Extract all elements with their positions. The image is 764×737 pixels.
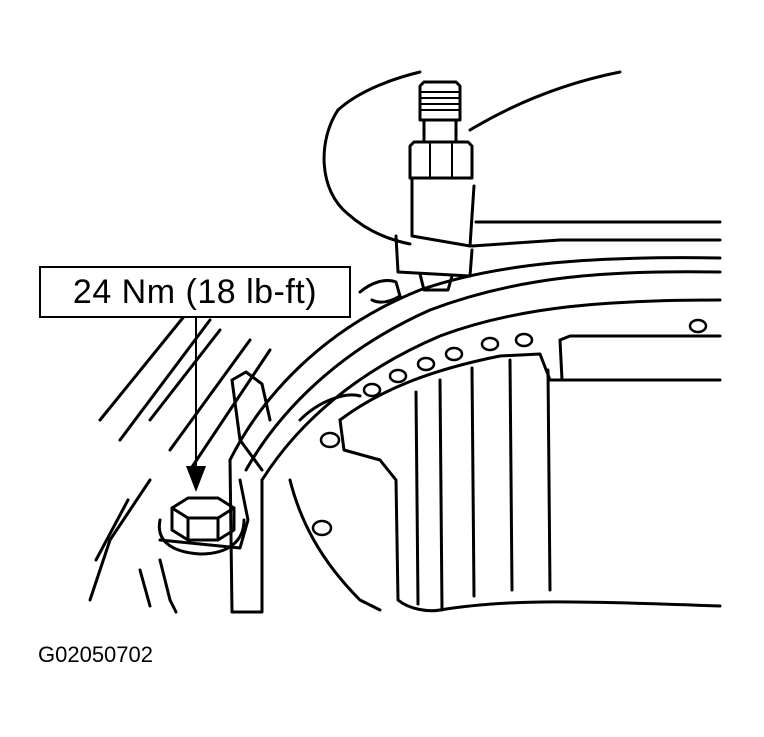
casting-line-3	[230, 370, 272, 472]
fitting-shaft	[422, 118, 458, 144]
housing-right-top	[468, 70, 622, 132]
casting-line-1	[228, 458, 264, 614]
torque-callout-box: 24 Nm (18 lb-ft)	[39, 266, 351, 318]
fitting-tip-lower	[418, 272, 454, 292]
drum-rib-4	[508, 358, 514, 592]
hex-plug	[157, 496, 246, 556]
plug-hex-top	[170, 496, 236, 520]
fitting-lower-body	[394, 234, 474, 278]
casting-rib-a	[148, 328, 272, 472]
case-inner-flange	[260, 298, 722, 482]
fitting-threaded-tip	[418, 80, 462, 122]
fitting-hex-nut	[408, 140, 474, 180]
case-outer-arc	[228, 256, 722, 462]
housing-upper-edge	[336, 70, 422, 112]
casting-upper-lip	[358, 278, 402, 304]
fitting-hex-facets	[429, 143, 453, 179]
drum-rib-5	[546, 368, 552, 592]
housing-flange-step	[470, 238, 722, 248]
torque-callout-text: 24 Nm (18 lb-ft)	[72, 273, 318, 311]
plug-boss	[157, 518, 246, 556]
casting-notch	[298, 393, 362, 422]
casting-lower-left	[88, 478, 152, 602]
casting-rib-b	[98, 312, 212, 442]
inner-bore-outline	[338, 352, 722, 422]
casting-line-2	[288, 478, 382, 612]
casting-lower-plate	[158, 478, 250, 550]
drum-right-step	[558, 334, 722, 382]
leader-arrowhead	[186, 466, 206, 492]
bolt-hole-ring	[311, 318, 708, 537]
fitting-body	[410, 178, 476, 248]
fitting-thread-lines	[419, 91, 461, 111]
drum-bottom	[438, 600, 722, 612]
figure-id-label: G02050702	[38, 642, 153, 667]
housing-upper-sweep	[322, 108, 412, 246]
inner-drum-left	[338, 418, 442, 613]
sensor-fitting	[394, 80, 476, 292]
drum-rib-3	[470, 366, 476, 598]
case-outer-arc-2	[244, 270, 722, 472]
drum-rib-1	[414, 390, 420, 606]
drum-rib-2	[438, 378, 444, 612]
casting-lower-left-2	[138, 558, 178, 614]
plug-hex-sides	[170, 506, 236, 542]
